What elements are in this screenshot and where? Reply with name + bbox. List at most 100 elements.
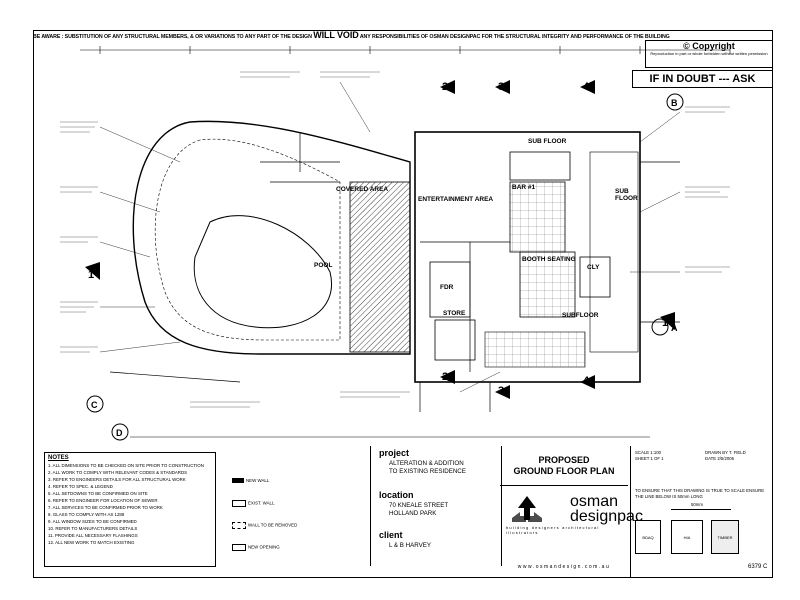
cly-room <box>579 256 611 298</box>
note-item: 12. ALL NEW WORK TO MATCH EXISTING <box>48 540 135 545</box>
note-item: 11. PROVIDE ALL NECESSARY FLASHINGS <box>48 533 138 538</box>
location-line-2: HOLLAND PARK <box>389 510 437 517</box>
project-line-2: TO EXISTING RESIDENCE <box>389 468 466 475</box>
covered-area-hatch <box>349 181 411 353</box>
marker-b: B <box>671 98 678 108</box>
label-pool: POOL <box>314 262 333 269</box>
label-fdr: FDR <box>440 284 454 291</box>
marker-c: C <box>91 400 98 410</box>
building-outline <box>414 131 641 383</box>
recycle-logo-icon <box>512 496 542 522</box>
bar-area <box>509 181 566 253</box>
section-arrow-3-bottom <box>495 385 510 399</box>
stamp-timber: TIMBER <box>711 520 739 554</box>
label-sub-floor-top: SUB FLOOR <box>528 138 567 145</box>
copyright-note: Reproduction in part or whole forbidden … <box>650 51 768 56</box>
note-item: 10. REFER TO MANUFACTURERS DETAILS <box>48 526 138 531</box>
note-item: 9. ALL WINDOW SIZES TO BE CONFIRMED <box>48 519 137 524</box>
label-cly: CLY <box>587 264 600 271</box>
marker-3: 3 <box>498 81 504 93</box>
label-bar: BAR #1 <box>512 184 536 191</box>
marker-d: D <box>116 428 123 438</box>
section-marker-a <box>651 318 669 336</box>
warning-text-bold: WILL VOID <box>313 30 359 40</box>
scale-check-note: TO ENSURE THAT THIS DRAWING IS TRUE TO S… <box>635 488 765 499</box>
marker-2-bottom: 2 <box>442 371 448 383</box>
section-arrow-1-left <box>85 262 100 280</box>
note-item: 2. ALL WORK TO COMPLY WITH RELEVANT CODE… <box>48 470 188 475</box>
legend: NEW WALL EXIST. WALL WALL TO BE REMOVED … <box>232 470 316 568</box>
section-arrow-2 <box>440 80 455 94</box>
legend-item: EXIST. WALL <box>232 500 316 507</box>
drawn-text: DRAWN BY T. FIELD <box>705 450 746 455</box>
label-covered-area: COVERED AREA <box>336 186 389 193</box>
scale-bar <box>671 509 731 510</box>
section-arrow-1-right <box>660 312 675 330</box>
client-heading: client <box>379 530 403 540</box>
booth-area <box>519 251 576 318</box>
marker-4: 4 <box>583 81 590 93</box>
legend-item: NEW WALL <box>232 478 316 484</box>
note-item: 7. ALL SERVICES TO BE CONFIRMED PRIOR TO… <box>48 505 163 510</box>
copyright-label: © Copyright <box>683 41 735 51</box>
warning-banner: BE AWARE : SUBSTITUTION OF ANY STRUCTURA… <box>33 30 773 40</box>
brand-name-2: designpac <box>570 508 643 525</box>
right-wing <box>589 151 639 353</box>
legend-swatch <box>232 522 246 529</box>
marker-3-bottom: 3 <box>498 385 504 397</box>
section-marker-d <box>111 423 129 441</box>
date-text: DATE 2/5/2006 <box>705 456 735 461</box>
note-item: 4. REFER TO SPEC. & LEGEND <box>48 484 113 489</box>
section-arrow-4-bottom <box>580 375 595 389</box>
notes-heading: NOTES <box>48 455 69 461</box>
drawing-title: PROPOSED GROUND FLOOR PLAN <box>500 446 628 486</box>
location-heading: location <box>379 490 414 500</box>
section-arrow-2-bottom <box>440 370 455 384</box>
brand-name-1: osman <box>570 493 619 510</box>
section-arrow-4 <box>580 80 595 94</box>
stamp-bdaq: BDAQ <box>635 520 661 554</box>
brand-website: www.osmandesign.com.au <box>517 564 611 570</box>
drawing-sheet <box>33 30 773 578</box>
note-item: 1. ALL DIMENSIONS TO BE CHECKED ON SITE … <box>48 463 204 468</box>
note-item: 3. REFER TO ENGINEERS DETAILS FOR ALL ST… <box>48 477 186 482</box>
title-line-2: GROUND FLOOR PLAN <box>513 466 615 476</box>
legend-swatch <box>232 544 246 551</box>
client-value: L & B HARVEY <box>389 542 431 549</box>
pool-edge <box>154 138 341 341</box>
section-marker-c <box>86 395 104 413</box>
if-in-doubt-banner: IF IN DOUBT --- ASK <box>632 70 773 88</box>
note-item: 6. REFER TO ENGINEER FOR LOCATION OF SEW… <box>48 498 158 503</box>
legend-swatch <box>232 500 246 507</box>
pool-deck-outline <box>132 120 411 355</box>
project-line-1: ALTERATION & ADDITION <box>389 460 464 467</box>
note-item: 5. ALL SETDOWNS TO BE CONFIRMED ON SITE <box>48 491 148 496</box>
sheet-text: SHEET 1 OF 1 <box>635 456 664 461</box>
copyright-box: © Copyright Reproduction in part or whol… <box>645 40 773 68</box>
scale-bar-label: 50mm <box>691 502 703 507</box>
marker-a: A <box>671 323 678 333</box>
title-block-right: SCALE 1:100 SHEET 1 OF 1 DRAWN BY T. FIE… <box>630 446 774 578</box>
label-store: STORE <box>443 310 466 317</box>
store-room <box>434 319 476 361</box>
marker-1-right: 1 <box>662 317 668 329</box>
floor-plan: 1 1 2 3 4 2 3 4 A B C D <box>60 46 731 441</box>
label-sub-floor-right: SUB FLOOR <box>615 188 638 202</box>
legend-item: NEW OPENING <box>232 544 316 551</box>
marker-2: 2 <box>442 81 448 93</box>
marker-4-bottom: 4 <box>583 375 590 387</box>
title-line-1: PROPOSED <box>538 455 590 465</box>
sub-floor-box <box>509 151 571 181</box>
brand-logo: osman designpac <box>570 493 643 525</box>
note-item: 8. GLASS TO COMPLY WITH AS 1288 <box>48 512 125 517</box>
drawing-number: 6379 C <box>748 564 768 570</box>
label-subfloor-bottom: SUBFLOOR <box>562 312 599 319</box>
subfloor-grid <box>484 331 586 368</box>
marker-1-left: 1 <box>88 269 94 281</box>
legend-swatch <box>232 478 244 484</box>
project-info: project ALTERATION & ADDITION TO EXISTIN… <box>370 446 502 566</box>
label-entertainment-area: ENTERTAINMENT AREA <box>418 196 494 203</box>
location-line-1: 70 KNEALE STREET <box>389 502 449 509</box>
warning-text-pre: BE AWARE : SUBSTITUTION OF ANY STRUCTURA… <box>33 34 312 40</box>
stamp-hia: HIA <box>671 520 703 554</box>
